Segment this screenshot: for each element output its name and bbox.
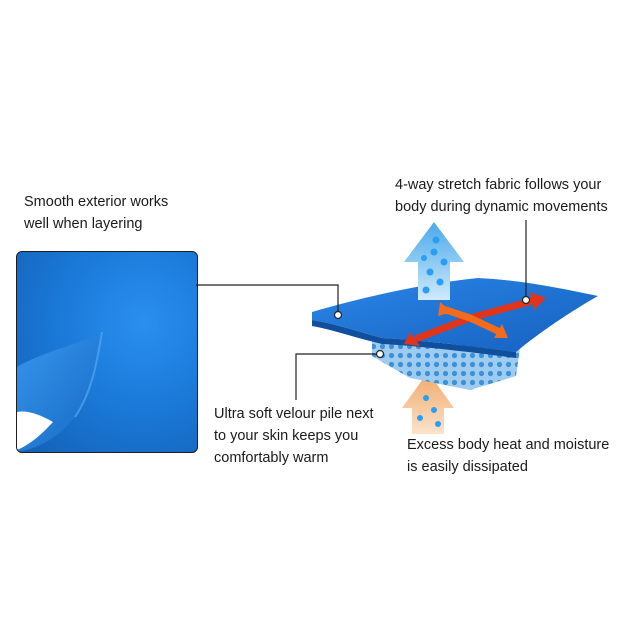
stretch-label: 4-way stretch fabric follows your body d… — [395, 174, 608, 218]
velour-label-line-3: comfortably warm — [214, 450, 329, 466]
stretch-label-line-1: 4-way stretch fabric follows your — [395, 177, 602, 193]
fabric-fold-image — [17, 331, 103, 452]
velour-label: Ultra soft velour pile next to your skin… — [214, 403, 374, 469]
velour-leader-line — [295, 353, 378, 400]
velour-label-line-1: Ultra soft velour pile next — [214, 406, 374, 422]
heat-rising-arrow-icon — [402, 372, 454, 434]
moisture-up-arrow-icon — [404, 222, 464, 300]
stretch-fabric-sheet — [312, 278, 598, 358]
exterior-leader-dot — [333, 310, 343, 320]
stretch-leader-dot — [521, 295, 531, 305]
velour-leader-dot — [375, 349, 385, 359]
exterior-label-line-2: well when layering — [24, 216, 143, 232]
heat-label-line-2: is easily dissipated — [407, 459, 528, 475]
stretch-label-line-2: body during dynamic movements — [395, 199, 608, 215]
exterior-label: Smooth exterior works well when layering — [24, 191, 168, 235]
leader-lines — [196, 220, 527, 400]
fabric-closeup-swatch — [16, 251, 198, 453]
exterior-leader-line — [196, 284, 339, 314]
velour-label-line-2: to your skin keeps you — [214, 428, 359, 444]
heat-label-line-1: Excess body heat and moisture — [407, 437, 610, 453]
heat-label: Excess body heat and moisture is easily … — [407, 434, 609, 478]
exterior-label-line-1: Smooth exterior works — [24, 194, 169, 210]
